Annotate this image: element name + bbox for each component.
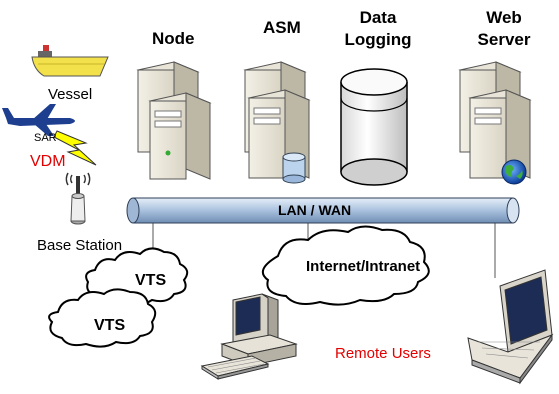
internet-intranet-label: Internet/Intranet (306, 258, 421, 275)
sar-aircraft-icon (2, 104, 75, 136)
base-station-antenna-icon (65, 172, 91, 225)
globe-icon (501, 159, 527, 185)
data-logging-label-line2: Logging (344, 30, 412, 49)
database-icon (282, 152, 306, 184)
remote-users-label: Remote Users (335, 345, 431, 362)
internet-cloud (261, 225, 430, 306)
base-station-label: Base Station (37, 237, 123, 254)
lan-wan-bus (126, 197, 520, 224)
vts-label-bottom: VTS (94, 317, 126, 334)
lightning-icon (53, 130, 97, 166)
vts-label-top: VTS (135, 272, 167, 289)
node-server-icon (136, 61, 212, 180)
vessel-label: Vessel (48, 86, 93, 103)
web-server-icon (458, 61, 532, 185)
data-logging-label-line1: Data (359, 8, 397, 27)
asm-server-icon (243, 61, 311, 184)
laptop-icon (467, 269, 554, 385)
vts-cloud-bottom (48, 288, 157, 348)
vdm-label: VDM (30, 153, 66, 170)
vessel-icon (31, 45, 109, 77)
lan-wan-label: LAN / WAN (278, 202, 352, 218)
data-logging-storage-icon (340, 68, 408, 186)
sar-label: SAR (34, 132, 57, 144)
web-server-label-line2: Server (477, 30, 531, 49)
node-label: Node (152, 29, 195, 48)
asm-label: ASM (263, 18, 301, 37)
desktop-computer-icon (200, 293, 298, 380)
web-server-label-line1: Web (486, 8, 522, 27)
